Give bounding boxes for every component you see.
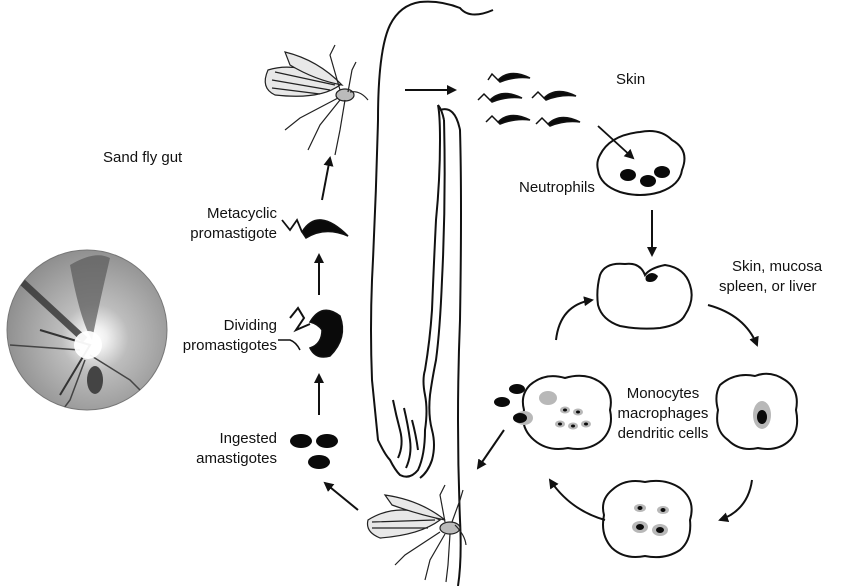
promastigote-icon (282, 220, 348, 238)
sand-fly-photo (7, 250, 167, 420)
label-dendritic-cells: dendritic cells (618, 425, 709, 442)
macrophage-icon (716, 374, 797, 449)
macrophage-icon (515, 376, 611, 449)
promastigote-icon (478, 73, 580, 126)
sand-fly-icon (265, 45, 368, 155)
label-promastigote: promastigote (190, 225, 277, 242)
label-metacyclic: Metacyclic (207, 205, 278, 222)
label-macrophages: macrophages (618, 405, 709, 422)
label-neutrophils: Neutrophils (519, 179, 595, 196)
macrophage-icon (603, 481, 692, 557)
label-spleen-liver: spleen, or liver (719, 278, 817, 295)
label-skin-mucosa: Skin, mucosa (732, 258, 823, 275)
label-ingested: Ingested (219, 430, 277, 447)
labels: Sand fly gut Skin Neutrophils Metacyclic… (103, 71, 823, 467)
label-monocytes: Monocytes (627, 385, 700, 402)
amastigote-icon (290, 434, 338, 469)
cycle-arrows (319, 90, 757, 520)
neutrophil-icon (597, 126, 684, 195)
label-amastigotes: amastigotes (196, 450, 277, 467)
macrophage-icon (597, 264, 691, 329)
label-skin: Skin (616, 71, 645, 88)
label-promastigotes: promastigotes (183, 337, 277, 354)
promastigote-icon (278, 308, 342, 357)
label-dividing: Dividing (224, 317, 277, 334)
sand-fly-icon (368, 485, 467, 582)
label-sand-fly-gut: Sand fly gut (103, 149, 183, 166)
